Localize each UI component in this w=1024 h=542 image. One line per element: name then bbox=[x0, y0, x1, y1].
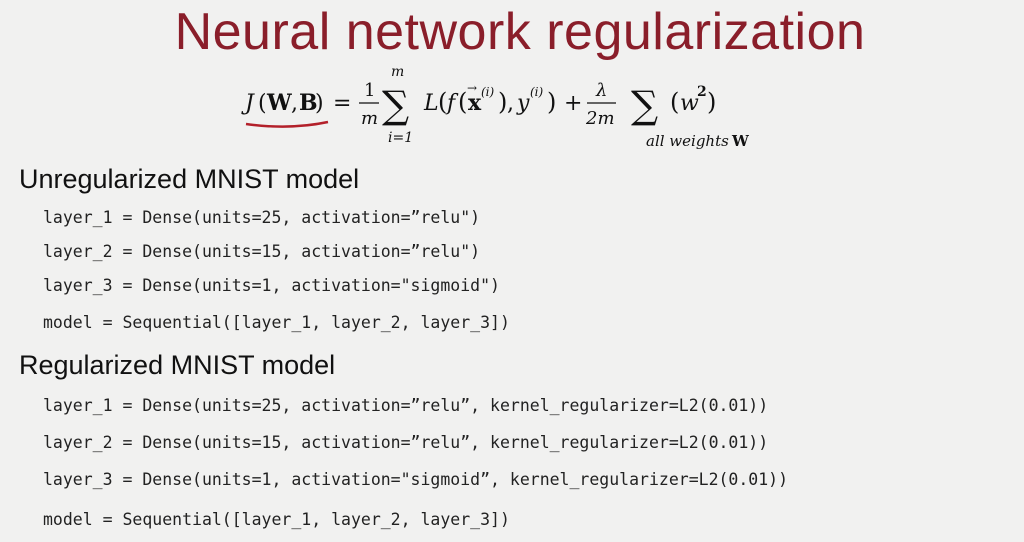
formula-frac1-den: m bbox=[361, 108, 378, 129]
svg-text:f: f bbox=[445, 91, 459, 116]
code-line: layer_2 = Dense(units=15, activation=”re… bbox=[43, 242, 481, 261]
cost-function-formula: J ( W , B ) = 1 m m ∑ i=1 L ( f ( x → (i… bbox=[200, 58, 820, 158]
regularized-heading: Regularized MNIST model bbox=[19, 350, 336, 380]
svg-text:(i): (i) bbox=[530, 85, 544, 99]
formula-sum2-bottom-text: all weights bbox=[646, 132, 729, 150]
svg-text:→: → bbox=[467, 81, 477, 95]
formula-frac2-den: 2m bbox=[585, 108, 615, 129]
svg-text:): ) bbox=[498, 88, 507, 116]
code-line: model = Sequential([layer_1, layer_2, la… bbox=[43, 510, 510, 529]
formula-sum2-bottom-w: W bbox=[731, 132, 750, 150]
formula-reg-w: w bbox=[680, 91, 699, 116]
formula-lhs-comma: , bbox=[291, 91, 298, 116]
svg-text:y: y bbox=[516, 91, 530, 116]
svg-text:(: ( bbox=[670, 88, 679, 116]
svg-text:2: 2 bbox=[697, 84, 707, 100]
svg-text:(: ( bbox=[438, 88, 447, 116]
formula-plus: + bbox=[564, 91, 582, 116]
formula-lhs-paren-open: ( bbox=[258, 91, 267, 116]
formula-sum1-bottom: i=1 bbox=[388, 130, 413, 146]
formula-loss-l: L bbox=[423, 91, 439, 116]
code-line: layer_1 = Dense(units=25, activation=”re… bbox=[43, 208, 481, 227]
code-line: layer_3 = Dense(units=1, activation="sig… bbox=[43, 470, 789, 489]
code-line: layer_1 = Dense(units=25, activation=”re… bbox=[43, 396, 769, 415]
formula-lhs-b: B bbox=[299, 90, 318, 116]
code-line: layer_3 = Dense(units=1, activation="sig… bbox=[43, 276, 500, 295]
formula-sum2-sigma: ∑ bbox=[631, 83, 658, 127]
formula-equals: = bbox=[333, 91, 351, 116]
svg-text:(: ( bbox=[458, 88, 467, 116]
slide-title: Neural network regularization bbox=[174, 3, 866, 61]
svg-text:(i): (i) bbox=[481, 85, 495, 99]
formula-sum1-top: m bbox=[391, 64, 404, 80]
unregularized-heading: Unregularized MNIST model bbox=[19, 164, 360, 194]
formula-frac1-num: 1 bbox=[364, 80, 375, 101]
lhs-underline bbox=[245, 120, 329, 128]
formula-lhs-w: W bbox=[266, 90, 292, 116]
formula-lhs-j: J bbox=[241, 91, 255, 116]
formula-sum1-sigma: ∑ bbox=[382, 83, 409, 127]
svg-text:): ) bbox=[707, 88, 716, 116]
code-line: model = Sequential([layer_1, layer_2, la… bbox=[43, 313, 510, 332]
formula-frac2-num: λ bbox=[595, 80, 607, 101]
code-line: layer_2 = Dense(units=15, activation=”re… bbox=[43, 433, 769, 452]
svg-text:x: x bbox=[468, 90, 482, 116]
svg-text:,: , bbox=[507, 91, 514, 116]
svg-text:): ) bbox=[547, 88, 556, 116]
formula-lhs-paren-close: ) bbox=[315, 91, 324, 116]
